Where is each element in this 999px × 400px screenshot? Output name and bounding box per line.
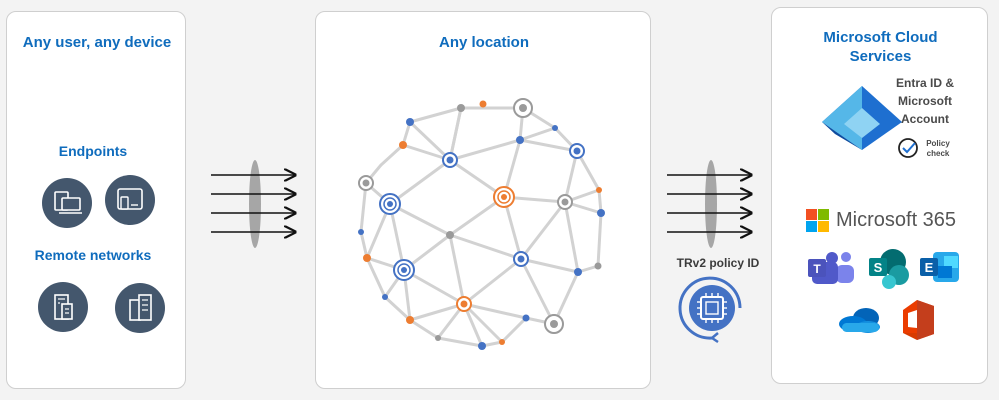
microsoft-logo-icon [806,209,829,232]
svg-text:S: S [874,260,883,275]
policy-check-line2: check [926,149,950,158]
teams-icon: T [808,252,854,284]
endpoints-label: Endpoints [58,143,128,159]
remote-networks-label: Remote networks [34,247,152,263]
branch-building-icon [115,283,165,333]
policy-check-icon [898,138,918,158]
svg-text:T: T [813,262,821,276]
svg-text:E: E [925,260,934,275]
any-location-title: Any location [438,34,529,51]
m365-label: Microsoft 365 [836,209,957,231]
laptop-desktop-icon [42,178,92,228]
tunnel-lens-left [249,160,261,248]
entra-id-label: Entra ID & Microsoft Account [882,74,968,128]
office-building-icon [38,282,88,332]
globe-nodes [358,98,605,350]
cloud-title-line2: Services [849,48,912,65]
sharepoint-icon: S [869,249,909,289]
entra-line3: Account [901,112,949,126]
cloud-title-line1: Microsoft Cloud [823,29,938,46]
policy-check-label: Policy check [922,139,954,159]
entra-id-icon [822,86,902,150]
any-location-panel: Any location [315,11,651,389]
tablet-phone-icon [105,175,155,225]
entra-line1: Entra ID & [895,76,954,90]
office-icon [903,300,934,340]
trv2-policy-label: TRv2 policy ID [676,256,760,270]
policy-check-line1: Policy [926,139,950,148]
tunnel-lens-right [705,160,717,248]
user-device-panel: Any user, any device Endpoints Remote ne… [6,11,186,389]
exchange-icon: E [920,252,959,282]
microsoft-cloud-panel: Microsoft Cloud Services Entra ID & Micr… [771,7,988,384]
onedrive-icon [839,308,880,333]
entra-line2: Microsoft [898,94,952,108]
user-device-title: Any user, any device [22,34,172,51]
